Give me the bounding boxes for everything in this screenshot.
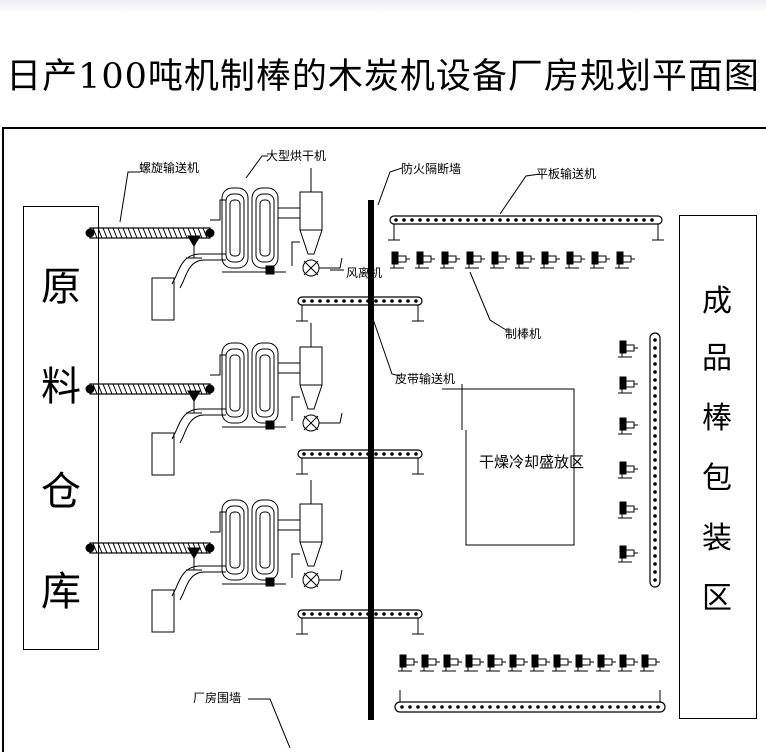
belt-conveyor <box>296 609 424 635</box>
dryer <box>151 480 343 633</box>
rod-machine <box>590 251 610 269</box>
rod-machine <box>596 654 616 672</box>
rod-machine <box>486 654 506 672</box>
rod-machine <box>508 654 528 672</box>
screw-conveyor <box>85 383 215 395</box>
rod-machine <box>618 501 638 519</box>
rod-machine <box>615 251 635 269</box>
bottom-plate-conveyor <box>394 690 666 713</box>
plate-conveyor-label: 平板输送机 <box>536 167 597 181</box>
belt-conveyor <box>296 296 424 322</box>
packaging-area-box <box>679 215 757 719</box>
page-title: 日产100吨机制棒的木炭机设备厂房规划平面图 <box>6 57 760 97</box>
rod-machine <box>515 251 535 269</box>
packaging-char-6: 区 <box>702 581 732 616</box>
rod-machine <box>440 251 460 269</box>
rod-machine <box>390 251 410 269</box>
screw-conveyor <box>85 542 215 554</box>
warehouse-char-2: 料 <box>41 364 81 410</box>
factory-wall-label: 厂房围墙 <box>193 691 242 705</box>
rod-machine <box>552 654 572 672</box>
rod-machine <box>574 654 594 672</box>
rod-machine <box>618 340 638 358</box>
rod-machine <box>618 376 638 394</box>
fire-wall-label: 防火隔断墙 <box>401 162 462 176</box>
rod-machine <box>465 251 485 269</box>
packaging-char-4: 包 <box>702 461 732 496</box>
top-bar <box>0 0 766 14</box>
packaging-char-3: 棒 <box>702 401 732 436</box>
rod-machine <box>618 417 638 435</box>
rod-machine <box>442 654 462 672</box>
belt-conveyor-label: 皮带输送机 <box>395 372 456 386</box>
dryer <box>151 323 343 476</box>
belt-conveyor <box>296 449 424 475</box>
rod-machine <box>618 545 638 563</box>
screw-conveyor <box>85 227 215 239</box>
leader-lines <box>119 155 541 749</box>
rod-machine <box>398 654 418 672</box>
rod-machine <box>640 654 660 672</box>
raw-material-warehouse-box <box>23 206 99 650</box>
screw-conveyor-label: 螺旋输送机 <box>139 161 200 175</box>
rod-machine <box>618 654 638 672</box>
vertical-conveyor <box>649 332 661 588</box>
rod-machine <box>530 654 550 672</box>
rod-machine <box>415 251 435 269</box>
warehouse-char-3: 仓 <box>41 469 81 515</box>
packaging-char-2: 品 <box>702 341 732 376</box>
packaging-char-5: 装 <box>702 521 732 556</box>
rod-machine <box>420 654 440 672</box>
factory-frame <box>2 127 766 752</box>
rod-machine <box>490 251 510 269</box>
dryer <box>151 168 343 321</box>
top-plate-conveyor <box>388 215 664 241</box>
packaging-char-1: 成 <box>702 284 732 319</box>
rod-machine <box>565 251 585 269</box>
fan-label: 风离机 <box>346 266 383 280</box>
rod-machine <box>464 654 484 672</box>
rod-machine <box>540 251 560 269</box>
warehouse-char-1: 原 <box>41 264 81 310</box>
dryer-label: 大型烘干机 <box>266 149 327 163</box>
drying-cooling-area-label: 干燥冷却盛放区 <box>479 453 585 471</box>
drying-cooling-area <box>442 384 575 546</box>
warehouse-char-4: 库 <box>41 569 81 615</box>
rod-machine-label: 制棒机 <box>505 327 542 341</box>
rod-machine <box>618 461 638 479</box>
